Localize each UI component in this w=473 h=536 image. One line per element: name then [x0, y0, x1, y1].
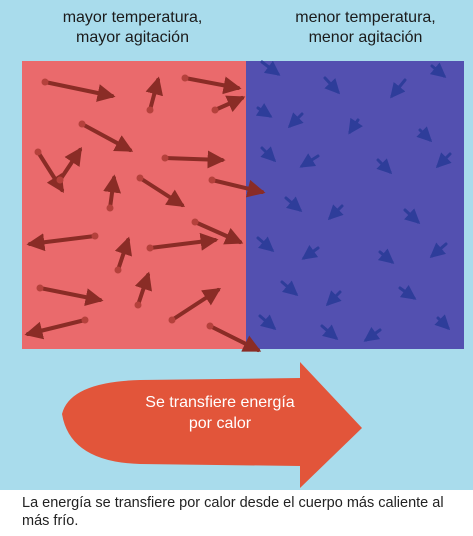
cold-particle-arrow [327, 204, 344, 221]
cold-particle-arrow [287, 112, 304, 129]
cold-particle-arrow [280, 280, 299, 296]
hot-particle-arrow [43, 80, 116, 102]
hot-particle-arrow [170, 288, 222, 322]
cold-particle-arrow [434, 314, 451, 331]
hot-particle [191, 218, 199, 226]
hot-particle [136, 174, 144, 182]
hot-particle [161, 154, 169, 162]
hot-particle-arrow [183, 76, 242, 95]
hot-particle-arrow [134, 271, 152, 307]
cold-particle-arrow [301, 244, 320, 260]
hot-particle [206, 322, 214, 330]
cold-particle-arrow [390, 78, 407, 99]
cold-particle-arrow [299, 153, 320, 168]
hot-particle-arrow [210, 178, 266, 198]
hot-particle [41, 78, 49, 86]
hot-particle [168, 316, 176, 324]
hot-particles [24, 74, 266, 352]
hot-particle [208, 176, 216, 184]
cold-particle-arrow [435, 152, 452, 169]
hot-particle-arrow [24, 318, 87, 340]
cold-particle-arrow [284, 196, 303, 212]
hot-particle [78, 120, 86, 128]
cold-particle-arrow [258, 314, 277, 330]
cold-particle-arrow [260, 146, 277, 163]
cold-particle-arrow [348, 117, 363, 135]
cold-body [246, 61, 464, 349]
cold-particle-arrow [325, 290, 342, 307]
hot-particle [91, 232, 99, 240]
transfer-arrow [62, 362, 362, 488]
figure-caption: La energía se transfiere por calor desde… [22, 495, 444, 529]
hot-label-line2: mayor agitación [76, 29, 189, 46]
hot-particle-arrow [193, 220, 244, 245]
cold-particle-arrow [377, 248, 395, 264]
hot-particle [211, 106, 219, 114]
cold-particle-arrow [323, 76, 341, 95]
cold-particle-arrow [256, 236, 275, 252]
cold-particle-arrow [398, 284, 417, 300]
hot-particle-arrow [38, 286, 104, 307]
cold-particle-arrow [255, 103, 273, 118]
hot-particle-arrow [80, 122, 134, 152]
hot-particle [146, 106, 154, 114]
cold-particle-arrow [429, 62, 447, 78]
cold-particle-arrow [429, 242, 448, 258]
cold-particle-arrow [416, 126, 433, 143]
hot-particle [36, 284, 44, 292]
hot-particle-arrow [58, 147, 82, 182]
hot-particle [34, 148, 42, 156]
hot-particle-arrow [208, 324, 262, 352]
hot-particle-arrow [213, 95, 246, 113]
hot-particle-arrow [36, 150, 64, 194]
cold-particle-arrow [320, 324, 339, 340]
hot-particle-arrow [103, 174, 122, 210]
diagram-canvas [22, 60, 464, 488]
cold-particle-arrow [403, 208, 421, 225]
cold-particles [255, 60, 452, 342]
hot-particle-arrow [148, 232, 219, 251]
cold-label-line2: menor agitación [308, 29, 423, 46]
hot-particle [56, 176, 64, 184]
hot-particle-arrow [26, 233, 97, 252]
hot-particle [134, 301, 142, 309]
cold-particle-arrow [376, 158, 393, 175]
cold-side-label: menor temperatura, menor agitación [268, 8, 463, 48]
cold-particle-arrow [363, 326, 382, 342]
transfer-arrow-line1: Se transfiere energía [145, 394, 295, 411]
hot-particle [106, 204, 114, 212]
cold-label-line1: menor temperatura, [295, 9, 436, 26]
transfer-arrow-line2: por calor [188, 415, 252, 432]
hot-particle-arrow [114, 236, 132, 272]
hot-particle [146, 244, 154, 252]
hot-particle-arrow [138, 176, 186, 207]
hot-particle [181, 74, 189, 82]
hot-particle-arrow [145, 76, 163, 112]
hot-side-label: mayor temperatura, mayor agitación [30, 8, 235, 48]
hot-body [22, 61, 246, 349]
heat-transfer-figure: mayor temperatura, mayor agitación menor… [0, 0, 473, 490]
transfer-arrow-text: Se transfiere energía por calor [120, 392, 320, 434]
hot-particle-arrow [163, 150, 226, 169]
hot-particle [114, 266, 122, 274]
hot-label-line1: mayor temperatura, [62, 9, 203, 26]
cold-particle-arrow [260, 60, 281, 76]
hot-particle [81, 316, 89, 324]
